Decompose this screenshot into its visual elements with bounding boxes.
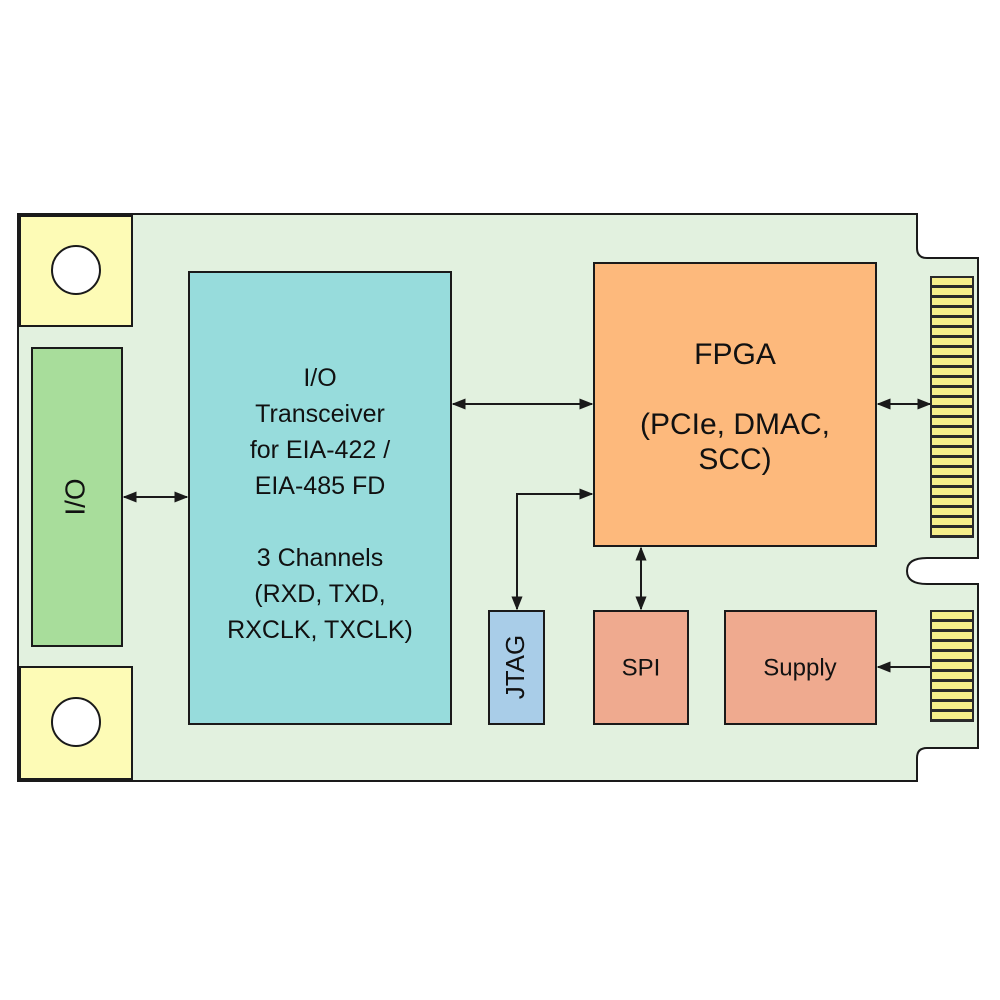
pcie-edge-connector-icon <box>930 610 974 722</box>
transceiver-label-line-7: RXCLK, TXCLK) <box>227 616 413 644</box>
fpga-label-line-2: (PCIe, DMAC, <box>640 408 830 441</box>
spi-block <box>593 610 689 725</box>
jtag-label: JTAG <box>500 635 530 700</box>
gold-finger <box>932 378 972 385</box>
gold-finger <box>932 478 972 485</box>
io-connector-label: I/O <box>59 478 90 515</box>
gold-finger <box>932 682 972 689</box>
gold-finger <box>932 308 972 315</box>
gold-finger <box>932 278 972 285</box>
gold-finger <box>932 528 972 535</box>
gold-finger <box>932 358 972 365</box>
gold-finger <box>932 438 972 445</box>
gold-finger <box>932 518 972 525</box>
gold-finger <box>932 468 972 475</box>
gold-finger <box>932 712 972 719</box>
mount-hole-icon <box>51 697 101 747</box>
gold-finger <box>932 508 972 515</box>
fpga-jtag-arrow <box>511 488 594 611</box>
gold-finger <box>932 632 972 639</box>
jtag-block <box>488 610 545 725</box>
supply-block <box>724 610 877 725</box>
transceiver-label-line-1: Transceiver <box>255 400 385 428</box>
gold-finger <box>932 318 972 325</box>
gold-finger <box>932 642 972 649</box>
gold-finger <box>932 612 972 619</box>
gold-finger <box>932 458 972 465</box>
gold-finger <box>932 692 972 699</box>
gold-finger <box>932 388 972 395</box>
transceiver-block <box>188 271 452 725</box>
gold-finger <box>932 448 972 455</box>
gold-finger <box>932 338 972 345</box>
transceiver-label: I/O Transceiver for EIA-422 / EIA-485 FD 3 C… <box>227 364 413 644</box>
gold-finger <box>932 368 972 375</box>
gold-finger <box>932 672 972 679</box>
transceiver-label-line-0: I/O <box>303 364 336 392</box>
gold-finger <box>932 328 972 335</box>
fpga-label: FPGA (PCIe, DMAC,SCC) <box>640 338 830 476</box>
gold-finger <box>932 408 972 415</box>
spi-label: SPI <box>622 654 661 681</box>
gold-finger <box>932 652 972 659</box>
gold-finger <box>932 498 972 505</box>
gold-finger <box>932 488 972 495</box>
fpga-label-line-3: SCC) <box>698 443 771 476</box>
gold-finger <box>932 622 972 629</box>
gold-finger <box>932 398 972 405</box>
gold-finger <box>932 348 972 355</box>
fpga-label-line-0: FPGA <box>694 338 776 371</box>
gold-finger <box>932 662 972 669</box>
io-connector-block <box>31 347 123 647</box>
gold-finger <box>932 702 972 709</box>
fpga-block <box>593 262 877 547</box>
transceiver-label-line-6: (RXD, TXD, <box>254 580 386 608</box>
gold-finger <box>932 298 972 305</box>
gold-finger <box>932 288 972 295</box>
transceiver-label-line-2: for EIA-422 / <box>250 436 390 464</box>
transceiver-label-line-3: EIA-485 FD <box>255 472 386 500</box>
gold-finger <box>932 428 972 435</box>
transceiver-label-line-5: 3 Channels <box>257 544 383 572</box>
supply-label: Supply <box>763 654 836 681</box>
pcie-edge-connector-icon <box>930 276 974 538</box>
mount-hole-icon <box>51 245 101 295</box>
gold-finger <box>932 418 972 425</box>
